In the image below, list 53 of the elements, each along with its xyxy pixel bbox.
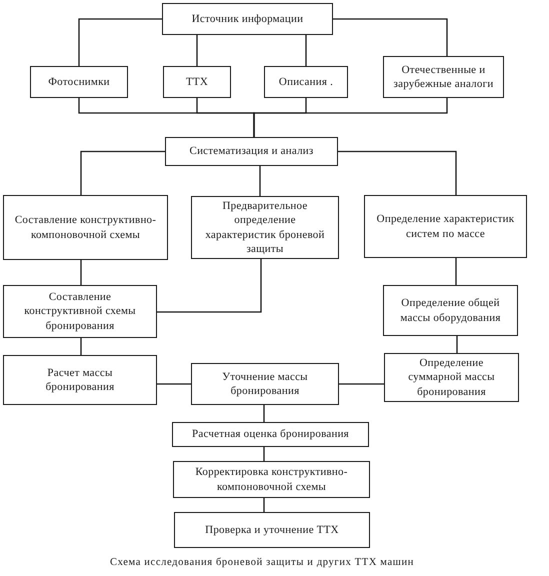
step-label: Предварительное определение характеристик броневой защиты xyxy=(204,198,326,256)
process-box xyxy=(172,422,369,447)
process-box xyxy=(30,66,128,98)
step-label: Составление конструктивно-компоновочной схемы xyxy=(14,213,158,242)
step-label: Расчетная оценка бронирования xyxy=(192,427,349,442)
connector-line xyxy=(196,35,198,66)
step-label: Фотоснимки xyxy=(48,74,110,90)
step-label: Составление конструктивной схемы бронирования xyxy=(23,290,137,333)
step-label: Отечественные и зарубежные аналоги xyxy=(392,62,494,92)
connector-line xyxy=(263,498,265,512)
process-box xyxy=(3,195,168,260)
process-box xyxy=(165,137,338,166)
process-box xyxy=(383,56,504,98)
connector-line xyxy=(338,150,457,195)
step-label: ТТХ xyxy=(186,74,208,90)
step-label: Расчет массы бронирования xyxy=(44,366,116,394)
process-box xyxy=(162,3,333,35)
step-label: Описания . xyxy=(278,74,334,90)
connector-line xyxy=(259,166,261,196)
process-box xyxy=(383,285,518,336)
process-box xyxy=(163,66,231,98)
connector-line xyxy=(263,447,265,461)
process-box xyxy=(3,355,157,405)
process-box xyxy=(173,461,370,498)
step-label: Определение суммарной массы бронирования xyxy=(407,356,496,399)
process-box xyxy=(191,196,339,259)
connector-line xyxy=(157,259,262,313)
connector-line xyxy=(157,383,191,385)
process-box xyxy=(174,512,370,548)
connector-line xyxy=(456,336,458,353)
connector-line xyxy=(333,18,448,56)
connector-line xyxy=(339,383,384,385)
process-box xyxy=(264,66,348,98)
step-label: Проверка и уточнение ТТХ xyxy=(205,522,339,538)
step-label: Определение общей массы оборудования xyxy=(399,296,502,325)
connector-line xyxy=(80,150,165,195)
caption: Схема исследования броневой защиты и других ТТХ машин xyxy=(110,556,414,570)
connector-line xyxy=(78,18,162,66)
connector-line xyxy=(305,35,307,66)
step-label: Систематизация и анализ xyxy=(190,144,314,159)
connector-line xyxy=(455,258,457,285)
connector-line xyxy=(80,260,82,285)
process-box xyxy=(191,363,339,405)
process-box xyxy=(3,285,157,338)
step-label: Корректировка конструктивно-компоновочной схемы xyxy=(194,465,349,494)
connector-line xyxy=(80,338,82,355)
step-label: Определение характеристик систем по массе xyxy=(376,212,516,241)
process-box xyxy=(364,195,527,258)
connector-line xyxy=(263,405,265,422)
step-label: Уточнение массы бронирования xyxy=(221,370,309,398)
connector-line xyxy=(253,98,448,137)
step-label: Источник информации xyxy=(192,12,304,26)
process-box xyxy=(384,353,519,402)
